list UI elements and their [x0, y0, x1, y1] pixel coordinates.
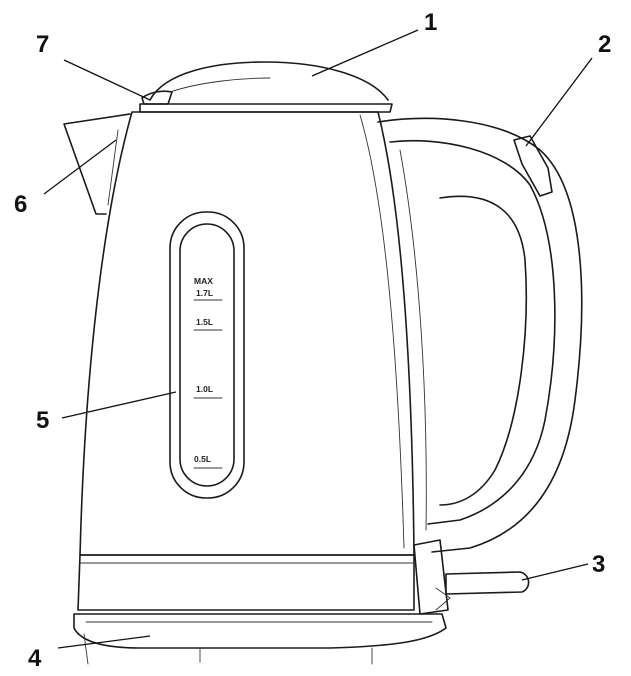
- gauge-max-label: MAX: [194, 276, 213, 286]
- leader-line-2: [525, 57, 593, 147]
- water-level-window: MAX 1.7L 1.5L 1.0L 0.5L: [169, 211, 245, 499]
- kettle-handle: [377, 117, 583, 553]
- callout-number-3: 3: [592, 551, 605, 578]
- leader-line-1: [311, 29, 419, 77]
- gauge-max-volume: 1.7L: [196, 288, 213, 298]
- lid-release-button: [513, 135, 553, 197]
- gauge-mark-2: 1.0L: [196, 384, 213, 394]
- gauge-mark-1: 1.5L: [196, 317, 213, 327]
- callout-number-1: 1: [424, 9, 437, 36]
- leader-lines: [43, 29, 593, 649]
- leader-line-3: [521, 563, 589, 581]
- callout-number-7: 7: [36, 31, 49, 58]
- gauge-mark-3: 0.5L: [194, 454, 211, 464]
- power-base: [73, 613, 447, 665]
- leader-line-4: [57, 635, 151, 649]
- filter: [141, 90, 173, 105]
- power-switch: [413, 539, 530, 615]
- callout-number-4: 4: [28, 645, 42, 672]
- callout-numbers: 1 2 3 4 5 6 7: [14, 9, 611, 672]
- callout-number-5: 5: [36, 407, 49, 434]
- lid: [139, 61, 393, 113]
- leader-line-5: [61, 391, 177, 419]
- leader-line-6: [43, 139, 117, 195]
- kettle-body: [77, 111, 415, 611]
- leader-line-7: [63, 59, 151, 101]
- callout-number-6: 6: [14, 191, 27, 218]
- callout-number-2: 2: [598, 31, 611, 58]
- spout: [63, 113, 131, 215]
